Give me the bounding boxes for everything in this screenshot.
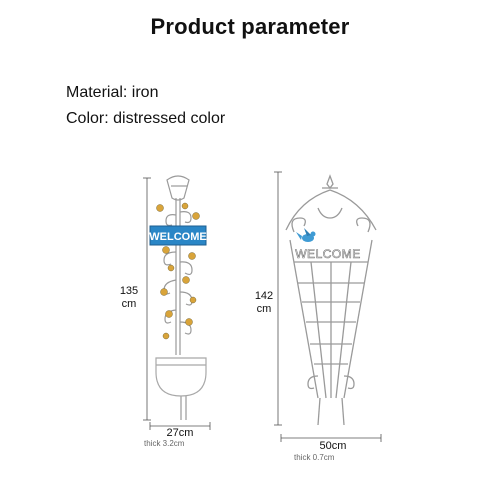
left-height-label: 135 cm: [118, 285, 140, 311]
right-height-label: 142 cm: [252, 290, 276, 316]
right-thickness-label: thick 0.7cm: [294, 453, 335, 462]
top-hook: [166, 175, 190, 201]
right-stake-right: [341, 397, 345, 426]
left-dimensions: [143, 177, 211, 430]
left-flowers: [156, 202, 200, 340]
right-height-value: 142: [254, 290, 274, 302]
left-planter: [155, 357, 207, 397]
color-spec: Color: distressed color: [66, 110, 226, 127]
left-thickness-label: thick 3.2cm: [144, 439, 185, 448]
left-height-unit: cm: [121, 298, 137, 310]
rail-left: [289, 239, 319, 399]
material-spec: Material: iron: [66, 84, 159, 101]
left-welcome-sign: WELCOME: [149, 225, 207, 246]
arch: [285, 189, 377, 231]
right-sign-text: WELCOME: [295, 247, 361, 261]
left-sign-text: WELCOME: [149, 231, 206, 243]
bird-icon: [296, 228, 316, 242]
right-stake-left: [317, 397, 321, 426]
finial: [326, 174, 334, 190]
rail-right: [343, 239, 373, 399]
right-height-unit: cm: [256, 303, 272, 315]
right-width-label: 50cm: [319, 440, 347, 452]
left-height-value: 135: [119, 285, 139, 297]
left-width-label: 27cm: [166, 427, 194, 439]
right-dimensions: [274, 171, 382, 442]
right-trellis: [285, 174, 377, 426]
page-title: Product parameter: [150, 14, 350, 39]
